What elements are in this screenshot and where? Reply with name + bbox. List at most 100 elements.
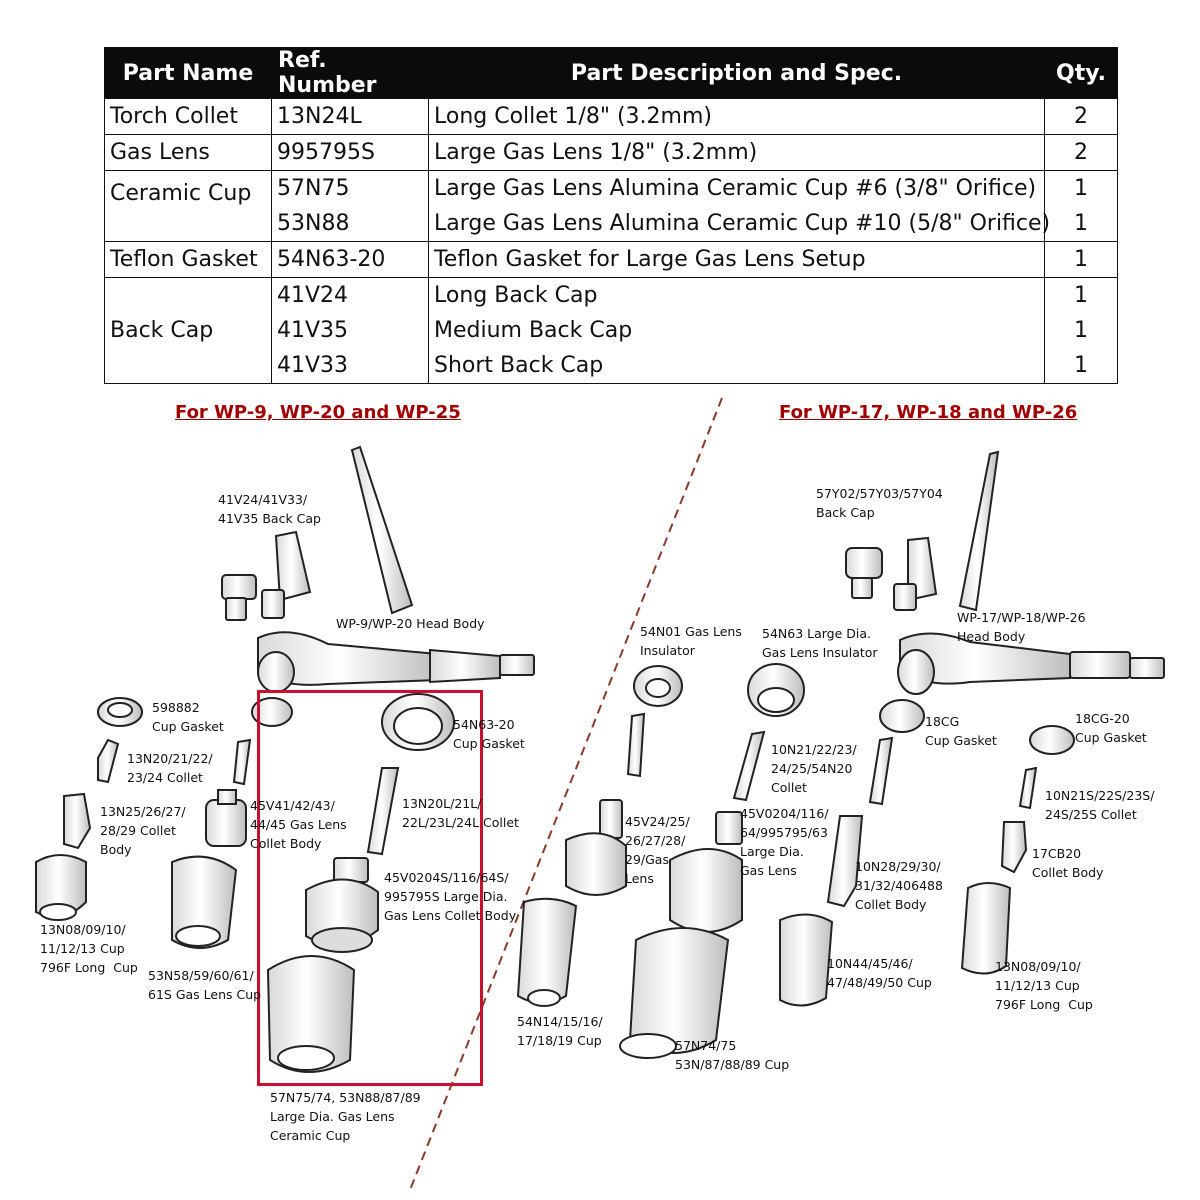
label-gas-lens-insulator: 54N01 Gas Lens Insulator — [640, 624, 742, 658]
qty-cell: 2 — [1044, 134, 1118, 171]
right-cup-gasket-icon — [879, 699, 925, 733]
table-row: Ceramic Cup 57N75 Large Gas Lens Alumina… — [104, 170, 1118, 206]
label-gas-lens-collet-body: 45V41/42/43/ 44/45 Gas Lens Collet Body — [250, 798, 347, 851]
large-cup-gasket-icon — [381, 693, 455, 751]
right-back-cap-medium-icon — [893, 536, 938, 611]
desc-cell: Medium Back Cap — [428, 313, 1045, 348]
right-small-collet-icon — [1018, 766, 1038, 810]
qty-cell: 1 — [1044, 170, 1118, 206]
middle-large-cup-icon — [619, 927, 730, 1059]
label-right-cup-gasket-18cg: 18CG Cup Gasket — [925, 714, 997, 748]
label-right-head-body: WP-17/WP-18/WP-26 Head Body — [957, 610, 1086, 644]
desc-cell: Large Gas Lens 1/8" (3.2mm) — [428, 134, 1045, 171]
table-row: Torch Collet 13N24L Long Collet 1/8" (3.… — [104, 98, 1118, 135]
label-right-cup-50: 10N44/45/46/ 47/48/49/50 Cup — [827, 956, 932, 990]
collet-body-icon — [63, 792, 92, 850]
back-cap-short-icon — [221, 574, 257, 621]
ref-cell: 41V24 — [271, 277, 429, 313]
label-collet-body: 13N25/26/27/ 28/29 Collet Body — [100, 804, 186, 857]
label-large-cup-gasket: 54N63-20 Cup Gasket — [453, 717, 525, 751]
ref-cell: 57N75 — [271, 170, 429, 206]
ref-cell: 13N24L — [271, 98, 429, 135]
large-ceramic-cup-icon — [266, 955, 356, 1073]
table-row: Teflon Gasket 54N63-20 Teflon Gasket for… — [104, 241, 1118, 278]
part-name-cell: Gas Lens — [104, 134, 272, 171]
label-head-body: WP-9/WP-20 Head Body — [336, 616, 485, 631]
label-large-ceramic-cup: 57N75/74, 53N88/87/89 Large Dia. Gas Len… — [270, 1090, 421, 1143]
cup-gasket-icon — [97, 697, 143, 727]
long-collet-icon — [366, 767, 400, 856]
label-long-collet: 13N20L/21L/ 22L/23L/24L Collet — [402, 796, 519, 830]
label-right-long-cup: 13N08/09/10/ 11/12/13 Cup 796F Long Cup — [995, 959, 1093, 1012]
gas-lens-collet-body-icon — [205, 789, 247, 847]
part-name-cell: Teflon Gasket — [104, 241, 272, 278]
qty-cell: 2 — [1044, 98, 1118, 135]
right-collet-long-icon — [868, 736, 894, 806]
header-ref-number: Ref. Number — [271, 47, 429, 99]
large-gas-lens-insulator-icon — [747, 663, 805, 717]
label-cup: 13N08/09/10/ 11/12/13 Cup 796F Long Cup — [40, 922, 138, 975]
label-back-cap: 41V24/41V33/ 41V35 Back Cap — [218, 492, 321, 526]
gas-lens-insulator-icon — [633, 665, 683, 707]
ref-cell: 54N63-20 — [271, 241, 429, 278]
table-header-row: Part Name Ref. Number Part Description a… — [104, 47, 1118, 99]
large-gas-lens-body-icon — [305, 857, 379, 953]
right-collet-body-icon — [826, 815, 864, 908]
part-name-cell — [104, 348, 272, 384]
label-large-gas-lens: 45V0204/116/ 64/995795/63 Large Dia. Gas… — [740, 806, 829, 878]
gas-lens-cup-icon — [171, 855, 238, 949]
right-long-cup-icon — [960, 882, 1012, 975]
table-row: Back Cap 41V35 Medium Back Cap 1 — [104, 313, 1118, 348]
right-back-cap-long-icon — [958, 450, 1000, 612]
label-middle-collet: 10N21/22/23/ 24/25/54N20 Collet — [771, 742, 857, 795]
label-right-collet-s: 10N21S/22S/23S/ 24S/25S Collet — [1045, 788, 1155, 822]
label-middle-cup: 54N14/15/16/ 17/18/19 Cup — [517, 1014, 603, 1048]
label-middle-large-cup: 57N74/75 53N/87/88/89 Cup — [675, 1038, 790, 1072]
qty-cell: 1 — [1044, 241, 1118, 278]
header-description: Part Description and Spec. — [428, 47, 1045, 99]
part-name-cell: Ceramic Cup — [104, 170, 272, 206]
qty-cell: 1 — [1044, 348, 1118, 384]
cup-icon — [35, 854, 87, 921]
right-section-title: For WP-17, WP-18 and WP-26 — [779, 402, 1078, 423]
right-head-body-icon — [897, 632, 1165, 695]
table-row: Gas Lens 995795S Large Gas Lens 1/8" (3.… — [104, 134, 1118, 171]
right-small-collet-body-icon — [1000, 821, 1028, 874]
label-gas-lens: 45V24/25/ 26/27/28/ 29/Gas Lens — [625, 814, 690, 886]
collet-left-icon — [232, 738, 252, 786]
header-part-name: Part Name — [104, 47, 272, 99]
collet-icon — [97, 738, 120, 784]
ref-cell: 41V35 — [271, 313, 429, 348]
middle-collet-icon — [626, 712, 646, 778]
table-row: 41V24 Long Back Cap 1 — [104, 277, 1118, 313]
desc-cell: Teflon Gasket for Large Gas Lens Setup — [428, 241, 1045, 278]
qty-cell: 1 — [1044, 277, 1118, 313]
head-body-icon — [257, 631, 535, 693]
qty-cell: 1 — [1044, 313, 1118, 348]
ref-cell: 41V33 — [271, 348, 429, 384]
part-name-cell: Back Cap — [104, 313, 272, 348]
desc-cell: Short Back Cap — [428, 348, 1045, 384]
label-cup-gasket: 598882 Cup Gasket — [152, 700, 224, 734]
desc-cell: Large Gas Lens Alumina Ceramic Cup #6 (3… — [428, 170, 1045, 206]
part-name-cell — [104, 206, 272, 242]
gas-lens-icon — [565, 799, 627, 896]
right-small-gasket-icon — [1029, 725, 1075, 755]
label-right-collet-body: 10N28/29/30/ 31/32/406488 Collet Body — [855, 859, 943, 912]
parts-table: Part Name Ref. Number Part Description a… — [104, 47, 1118, 384]
back-cap-medium-icon — [261, 530, 312, 619]
ref-cell: 995795S — [271, 134, 429, 171]
label-large-lens-body: 45V0204S/116/64S/ 995795S Large Dia. Gas… — [384, 870, 517, 923]
middle-long-collet-icon — [732, 730, 766, 802]
label-collet: 13N20/21/22/ 23/24 Collet — [127, 751, 213, 785]
label-right-cup-gasket-18cg20: 18CG-20 Cup Gasket — [1075, 711, 1147, 745]
left-section-title: For WP-9, WP-20 and WP-25 — [175, 402, 461, 423]
highlight-box — [257, 690, 483, 1086]
table-row: 41V33 Short Back Cap 1 — [104, 348, 1118, 384]
part-name-cell — [104, 277, 272, 313]
right-cup-50-icon — [779, 913, 834, 1007]
back-cap-long-icon — [350, 445, 414, 615]
label-large-insulator: 54N63 Large Dia. Gas Lens Insulator — [762, 626, 878, 660]
label-right-back-cap: 57Y02/57Y03/57Y04 Back Cap — [816, 486, 943, 520]
middle-cup-icon — [516, 897, 578, 1007]
